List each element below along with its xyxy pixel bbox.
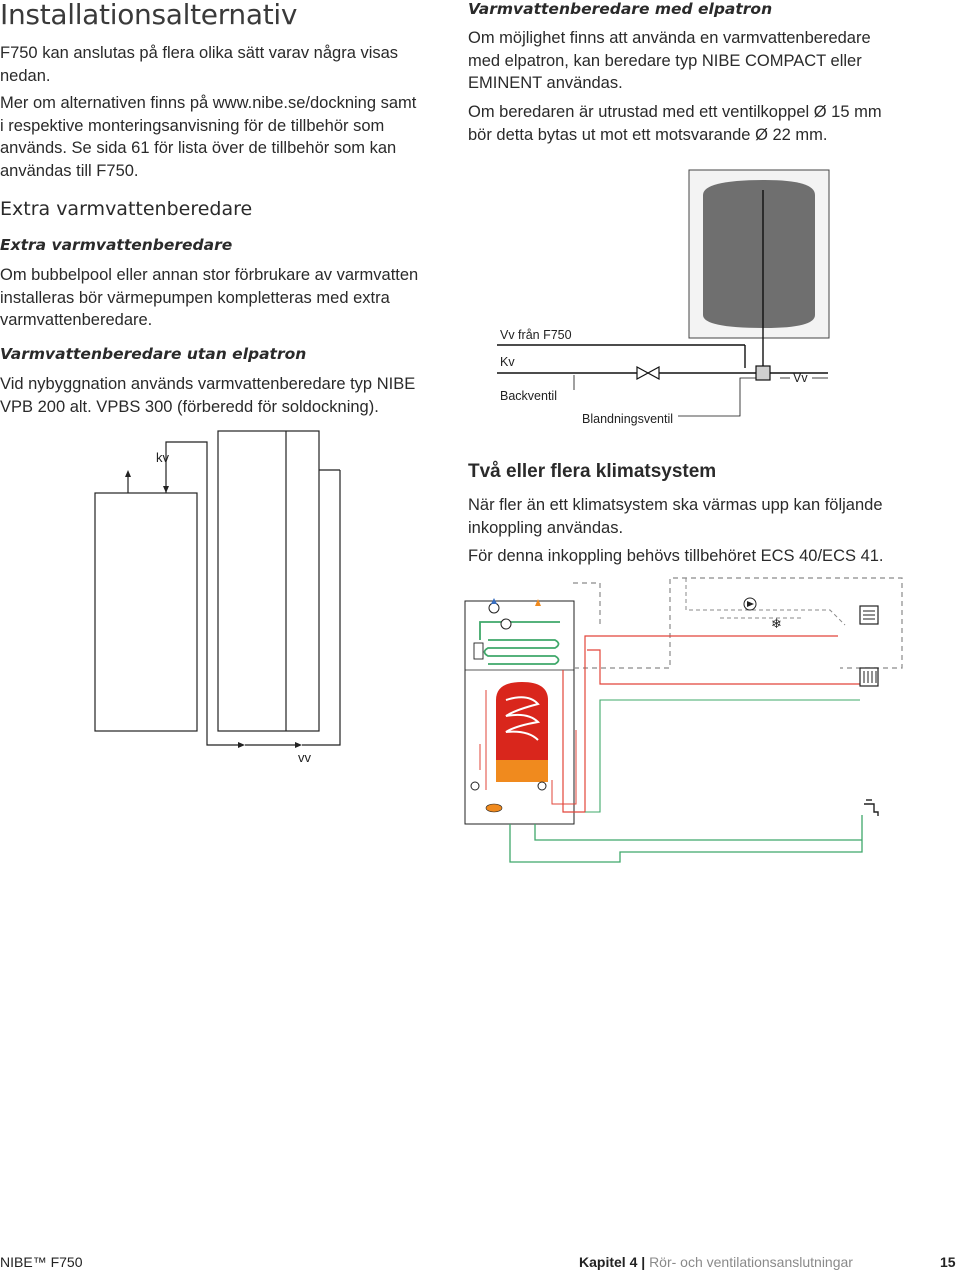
- pipe-vv: [206, 731, 240, 746]
- extra-paragraph: Om bubbelpool eller annan stor förbrukar…: [0, 266, 419, 329]
- climate-paragraph-2: För denna inkoppling behövs tillbehöret …: [468, 547, 884, 565]
- label-backventil: Backventil: [500, 389, 557, 403]
- floor-heating-icon: [859, 667, 879, 687]
- subheading-extra: Extra varmvattenberedare: [0, 236, 233, 254]
- snowflake-icon: ❄: [771, 617, 782, 632]
- backventil-valve: [636, 365, 650, 381]
- condenser-coil: [479, 621, 560, 665]
- label-vv-left: vv: [298, 750, 311, 765]
- water-heater-tank-red: [496, 682, 548, 760]
- subheading-med-elpatron: Varmvattenberedare med elpatron: [468, 0, 773, 18]
- label-kv-right: Kv: [500, 355, 515, 369]
- radiator-icon: [859, 605, 879, 625]
- label-vv-from-f750: Vv från F750: [500, 328, 572, 342]
- ecs-dashed-boundary: [573, 582, 601, 624]
- footer-chapter-title: Rör- och ventilationsanslutningar: [649, 1254, 853, 1270]
- footer-separator: |: [641, 1254, 646, 1270]
- heat-pump-unit: [217, 430, 320, 732]
- section-heading-climate: Två eller flera klimatsystem: [468, 461, 717, 482]
- climate-paragraph-1: När fler än ett klimatsystem ska värmas …: [468, 496, 883, 537]
- footer-chapter-label: Kapitel 4: [579, 1254, 638, 1270]
- med-elpatron-paragraph-1: Om möjlighet finns att använda en varmva…: [468, 29, 871, 92]
- tap-icon: [864, 799, 879, 816]
- heat-pump-cabinet: [464, 600, 575, 825]
- med-elpatron-paragraph-2: Om beredaren är utrustad med ett ventilk…: [468, 103, 882, 144]
- heating-supply-pipe: [562, 635, 838, 813]
- footer-brand: NIBE™ F750: [0, 1254, 83, 1270]
- intro-paragraph-1: F750 kan anslutas på flera olika sätt va…: [0, 44, 399, 85]
- section-heading-extra: Extra varmvattenberedare: [0, 198, 253, 220]
- heating-return-pipe: [534, 824, 862, 841]
- subheading-utan-elpatron: Varmvattenberedare utan elpatron: [0, 345, 307, 363]
- water-heater-tank-grey: [703, 180, 815, 328]
- footer-chapter: Kapitel 4 | Rör- och ventilationsanslutn…: [579, 1254, 853, 1270]
- label-blandningsventil: Blandningsventil: [582, 412, 674, 426]
- label-vv-right: Vv: [793, 371, 808, 385]
- intro-paragraph-2: Mer om alternativen finns på www.nibe.se…: [0, 94, 417, 180]
- page-number: 15: [940, 1254, 956, 1270]
- page-title: Installationsalternativ: [0, 0, 298, 31]
- water-heater-tank: [94, 492, 198, 732]
- water-heater-tank-orange: [496, 760, 548, 782]
- label-kv-left: kv: [156, 450, 169, 465]
- utan-elpatron-paragraph: Vid nybyggnation används varmvattenbered…: [0, 375, 416, 416]
